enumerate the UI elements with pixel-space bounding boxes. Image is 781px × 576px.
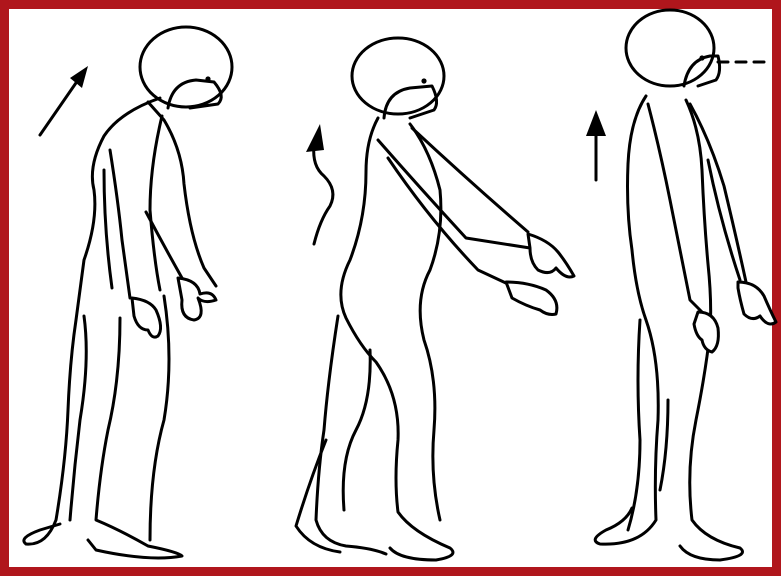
arrow-vertical-icon [586, 110, 606, 180]
arrow-diagonal-icon [40, 66, 88, 135]
head-stooped [140, 27, 232, 107]
head-arched [352, 38, 444, 114]
figure-upright [586, 10, 776, 560]
figure-stooped [24, 27, 232, 558]
head-upright [626, 10, 714, 86]
figure-arched [296, 38, 574, 560]
arrow-wavy-icon [306, 124, 333, 244]
